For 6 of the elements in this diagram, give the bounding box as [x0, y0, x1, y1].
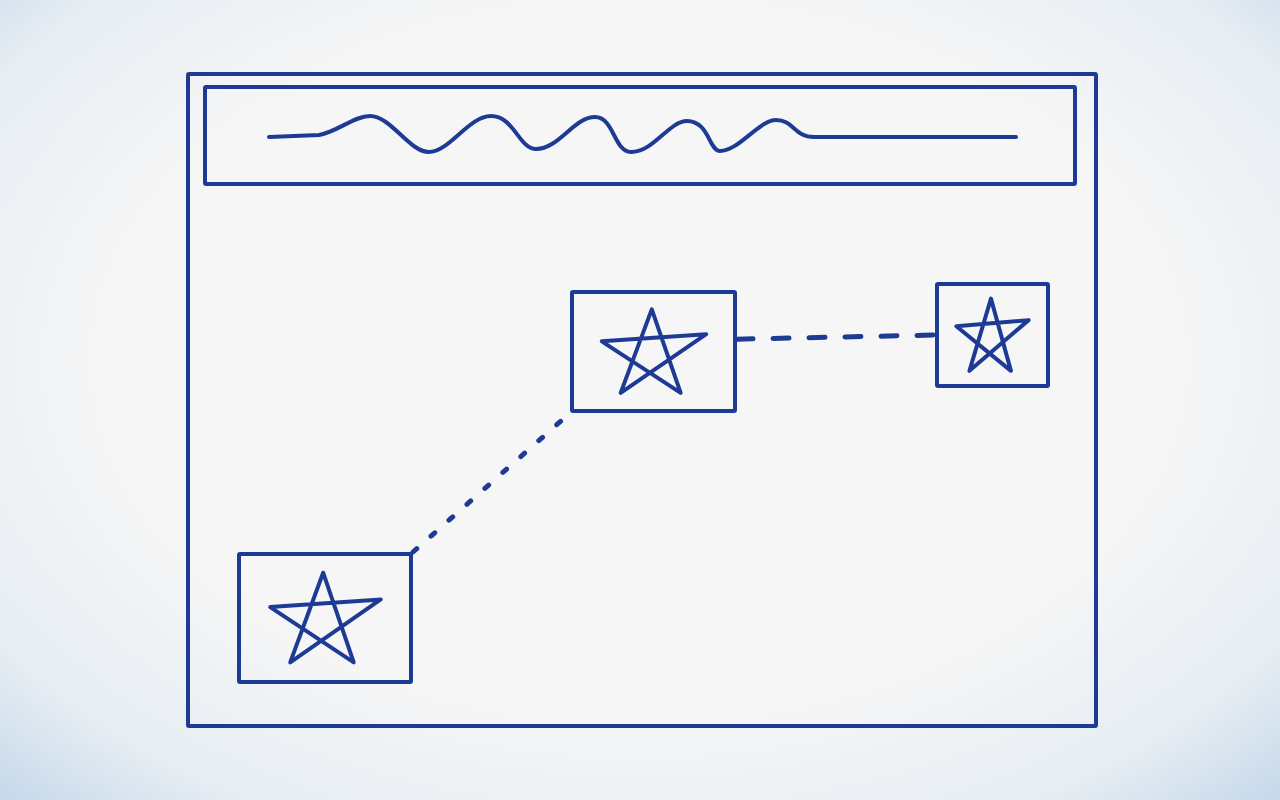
image-placeholder — [570, 290, 737, 413]
image-placeholder — [935, 282, 1050, 388]
image-placeholder — [237, 552, 413, 684]
window-frame — [186, 72, 1098, 728]
title-bar — [203, 85, 1077, 186]
connector-line — [734, 332, 938, 342]
